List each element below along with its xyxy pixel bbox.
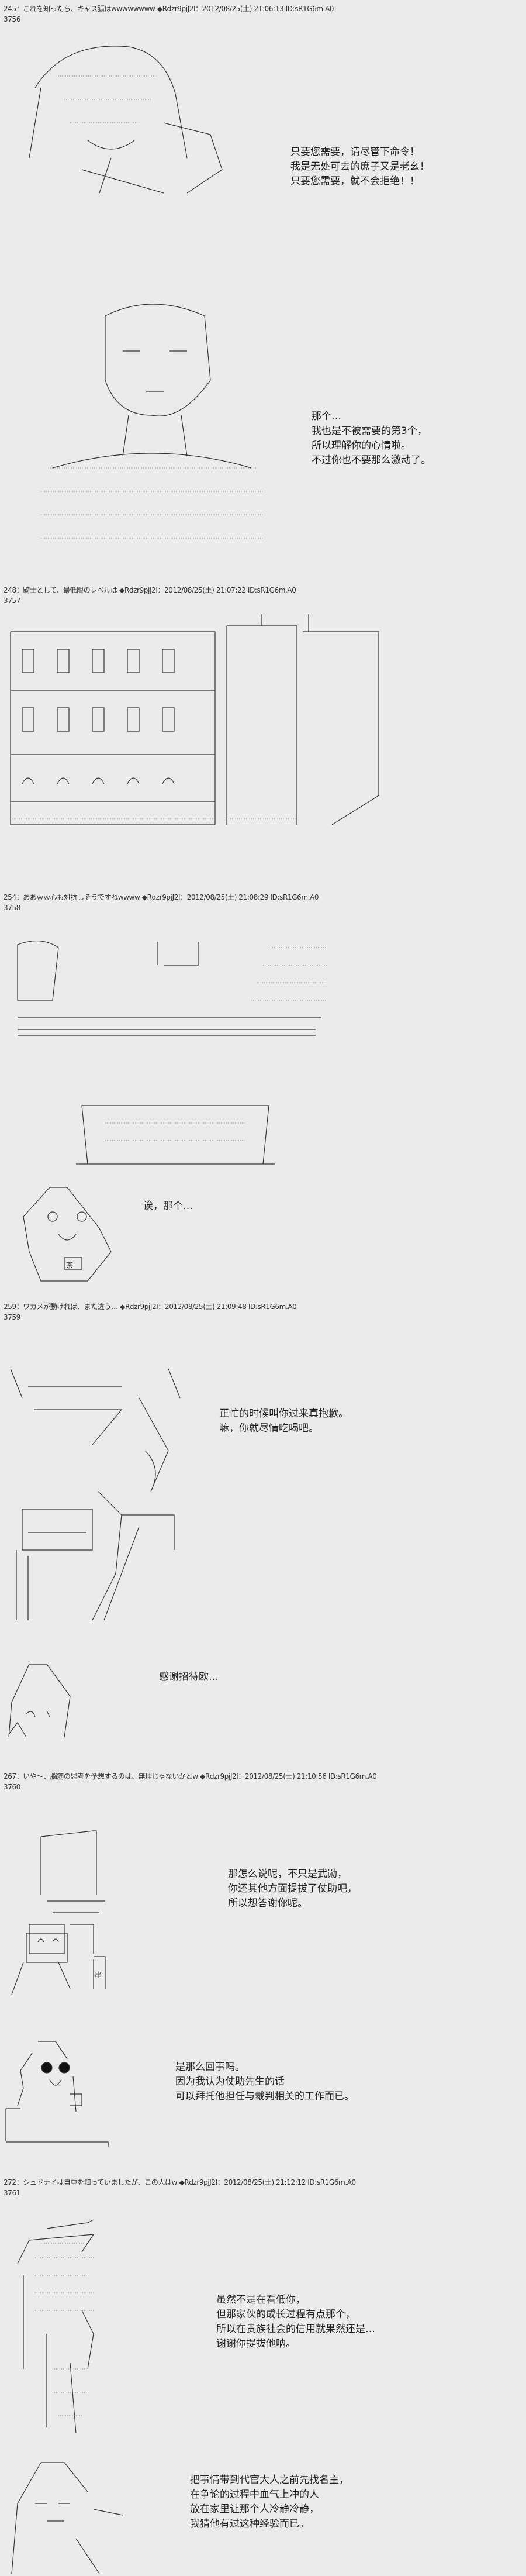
dialogue-259-1: 正忙的时候叫你过来真抱歉。嘛，你就尽情吃喝吧。 [219, 1407, 348, 1436]
dialogue-254-1: 诶，那个… [143, 1199, 193, 1214]
ascii-art-knight-character [29, 46, 223, 194]
post-number: 3757 [4, 597, 20, 605]
post-number: 3758 [4, 904, 20, 912]
dialogue-line: 在争论的过程中血气上冲的人 [190, 2489, 319, 2501]
post-title: 254：ああｗｗ心も対抗しそうですねwwww ◆Rdzr9pjJ2I：2012/… [4, 893, 319, 901]
dialogue-line: 所以理解你的心情啦。 [312, 440, 411, 452]
dialogue-line: 你还其他方面提拔了仗助吧， [228, 1883, 357, 1895]
dialogue-line: 虽然不是在看低你， [216, 2294, 306, 2306]
dialogue-line: 可以拜托他担任与裁判相关的工作而已。 [175, 2091, 354, 2102]
dialogue-line: 所以在贵族社会的信用就果然还是… [216, 2323, 375, 2335]
ascii-art-castle-building [10, 614, 379, 825]
dialogue-line: 我是无处可去的庶子又是老幺！ [290, 161, 430, 173]
post-number: 3761 [4, 2189, 20, 2197]
post-header-254: 254：ああｗｗ心も対抗しそうですねwwww ◆Rdzr9pjJ2I：2012/… [4, 892, 319, 913]
post-header-259: 259：ワカメが動ければ、また違う… ◆Rdzr9pjJ2I：2012/08/2… [4, 1301, 297, 1323]
dialogue-line: 我也是不被需要的第3个， [312, 425, 427, 437]
post-header-267: 267：いや～、脳筋の思考を予想するのは、無理じゃないかとw ◆Rdzr9pjJ… [4, 1771, 377, 1792]
dialogue-line: 但那家伙的成长过程有点那个， [216, 2309, 355, 2320]
dialogue-line: 感谢招待欧… [159, 1671, 219, 1683]
dialogue-line: 诶，那个… [143, 1200, 193, 1212]
post-number: 3760 [4, 1783, 20, 1791]
post-title: 259：ワカメが動ければ、また違う… ◆Rdzr9pjJ2I：2012/08/2… [4, 1303, 297, 1311]
post-number: 3756 [4, 15, 20, 23]
post-title: 248：騎士として、最低限のレベルは ◆Rdzr9pjJ2I：2012/08/2… [4, 586, 296, 594]
dialogue-245-1: 只要您需要，请尽管下命令！ 我是无处可去的庶子又是老幺！ 只要您需要，就不会拒绝！！ [290, 145, 430, 189]
post-title: 245：これを知ったら、キャス狐はwwwwwwww ◆Rdzr9pjJ2I：20… [4, 5, 334, 13]
post-header-248: 248：騎士として、最低限のレベルは ◆Rdzr9pjJ2I：2012/08/2… [4, 585, 296, 606]
dialogue-line: 所以想答谢你呢。 [228, 1897, 307, 1909]
svg-text:串: 串 [95, 1971, 102, 1979]
ascii-art-speaking-character [11, 2462, 123, 2574]
dialogue-line: 是那么回事吗。 [175, 2061, 245, 2073]
svg-text:茶: 茶 [66, 1261, 73, 1269]
dialogue-line: 那怎么说呢，不只是武勋， [228, 1868, 347, 1880]
ascii-art-second-character [41, 304, 263, 539]
ascii-art-hat-character-with-skewer: 串 [11, 1830, 106, 1995]
ascii-art-surprised-character [5, 2041, 109, 2147]
ascii-art-waving-character [10, 1368, 181, 1620]
dialogue-line: 把事情带到代官大人之前先找名主， [190, 2474, 349, 2486]
dialogue-line: 因为我认为仗助先生的话 [175, 2076, 285, 2088]
dialogue-line: 只要您需要，请尽管下命令！ [290, 146, 420, 158]
post-header-245: 245：これを知ったら、キャス狐はwwwwwwww ◆Rdzr9pjJ2I：20… [4, 4, 334, 25]
ascii-art-cafe-scene [17, 940, 327, 1165]
ascii-art-thanking-character [8, 1664, 71, 1738]
dialogue-line: 只要您需要，就不会拒绝！！ [290, 175, 420, 187]
dialogue-line: 那个… [312, 411, 341, 422]
post-number: 3759 [4, 1313, 20, 1321]
dialogue-line: 正忙的时候叫你过来真抱歉。 [219, 1408, 348, 1420]
dialogue-line: 不过你也不要那么激动了。 [312, 454, 431, 466]
dialogue-line: 我猜他有过这种经验而已。 [190, 2518, 309, 2530]
post-header-272: 272：シュドナイは自重を知っていましたが、この人はw ◆Rdzr9pjJ2I：… [4, 2177, 356, 2198]
post-title: 267：いや～、脳筋の思考を予想するのは、無理じゃないかとw ◆Rdzr9pjJ… [4, 1772, 377, 1781]
dialogue-line: 嘛，你就尽情吃喝吧。 [219, 1423, 319, 1434]
dialogue-267-1: 那怎么说呢，不只是武勋， 你还其他方面提拔了仗助吧， 所以想答谢你呢。 [228, 1867, 357, 1911]
dialogue-245-2: 那个… 我也是不被需要的第3个， 所以理解你的心情啦。不过你也不要那么激动了。 [312, 409, 431, 468]
dialogue-272-1: 虽然不是在看低你， 但那家伙的成长过程有点那个， 所以在贵族社会的信用就果然还是… 谢… [216, 2293, 375, 2351]
dialogue-line: 谢谢你提拔他呐。 [216, 2338, 296, 2350]
dialogue-line: 放在家里让那个人冷静冷静， [190, 2503, 319, 2515]
ascii-art-hooded-character [17, 2219, 95, 2434]
dialogue-259-2: 感谢招待欧… [159, 1670, 219, 1685]
post-title: 272：シュドナイは自重を知っていましたが、この人はw ◆Rdzr9pjJ2I：… [4, 2178, 356, 2186]
dialogue-272-2: 把事情带到代官大人之前先找名主， 在争论的过程中血气上冲的人放在家里让那个人冷静冷… [190, 2473, 349, 2532]
ascii-art-tea-character: 茶 [23, 1187, 112, 1282]
dialogue-267-2: 是那么回事吗。因为我认为仗助先生的话可以拜托他担任与裁判相关的工作而已。 [175, 2060, 354, 2104]
